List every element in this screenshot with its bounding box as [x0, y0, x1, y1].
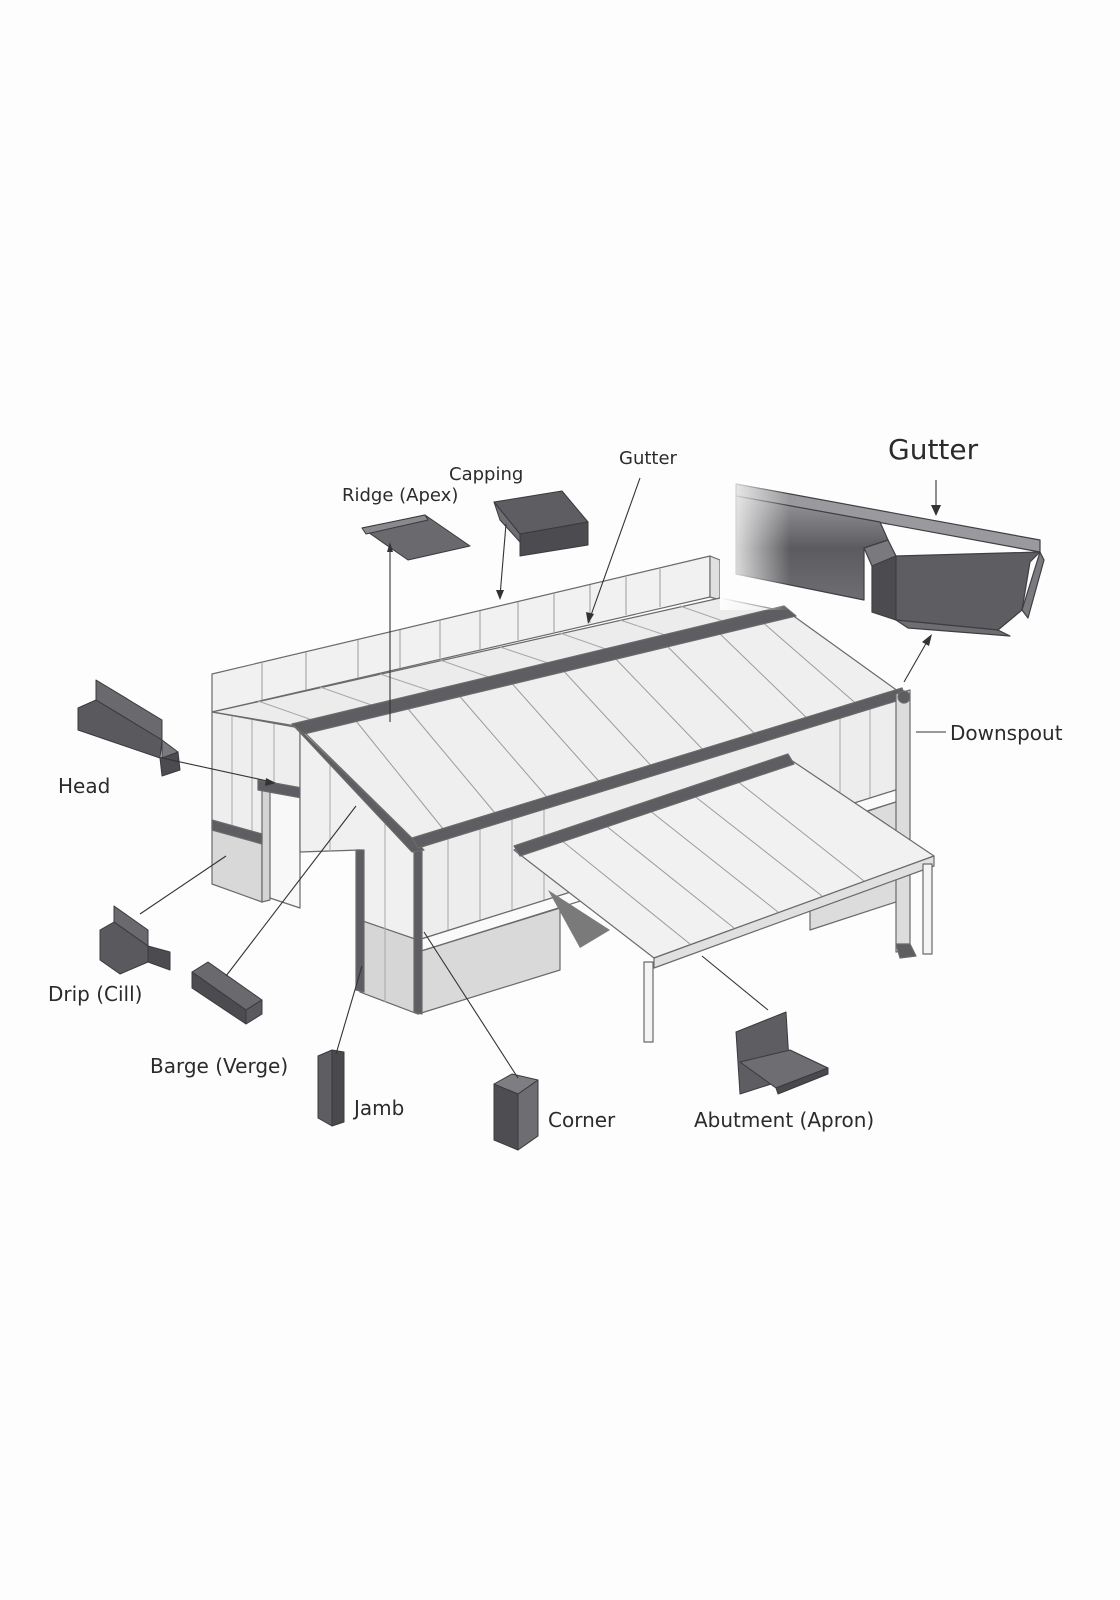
gutter-detail	[720, 470, 1045, 637]
head-piece	[77, 679, 181, 777]
abutment-piece	[735, 1011, 829, 1095]
parapet-end	[709, 555, 721, 601]
corner-piece	[493, 1073, 539, 1151]
label-drip: Drip (Cill)	[48, 982, 143, 1006]
lean-to-post-front	[643, 961, 654, 1043]
drip-flashing	[211, 819, 263, 845]
label-jamb: Jamb	[354, 1096, 405, 1120]
label-corner: Corner	[548, 1108, 616, 1132]
lean-to-post-right	[922, 863, 933, 955]
jamb-piece	[317, 1049, 345, 1127]
label-gutter-large: Gutter	[888, 433, 979, 466]
label-downspout: Downspout	[950, 721, 1063, 745]
label-head: Head	[58, 774, 111, 798]
leader-lines	[139, 477, 946, 1079]
label-capping: Capping	[449, 464, 524, 485]
leader-gutter-small	[589, 477, 641, 619]
leader-drip	[139, 855, 227, 915]
abutment-flashing	[513, 753, 795, 857]
corner-flashing	[413, 841, 423, 1015]
lean-to-fascia	[653, 855, 935, 969]
downspout-shoe	[895, 943, 917, 959]
leader-capping	[499, 523, 507, 597]
label-gutter-small: Gutter	[619, 448, 677, 469]
flashing-pieces	[77, 490, 829, 1151]
leader-downspout-arrow	[903, 639, 929, 683]
leader-corner	[423, 931, 519, 1079]
lean-to-shadow	[548, 890, 610, 948]
drip-piece	[99, 905, 171, 975]
leader-head	[161, 757, 273, 783]
parapet-lines	[261, 569, 661, 700]
leader-abutment	[701, 955, 769, 1011]
label-barge: Barge (Verge)	[150, 1054, 289, 1078]
downspout	[895, 689, 911, 953]
building	[211, 555, 935, 1043]
ridge-piece	[361, 514, 471, 561]
capping-piece	[493, 490, 589, 557]
barge-flashing	[291, 723, 425, 853]
leader-barge	[225, 805, 357, 977]
label-abutment: Abutment (Apron)	[694, 1108, 875, 1132]
jamb-flashing	[355, 849, 365, 993]
barge-piece	[191, 961, 263, 1025]
leader-jamb	[335, 965, 363, 1055]
label-ridge: Ridge (Apex)	[342, 485, 459, 506]
roof-front-lines	[351, 619, 861, 836]
